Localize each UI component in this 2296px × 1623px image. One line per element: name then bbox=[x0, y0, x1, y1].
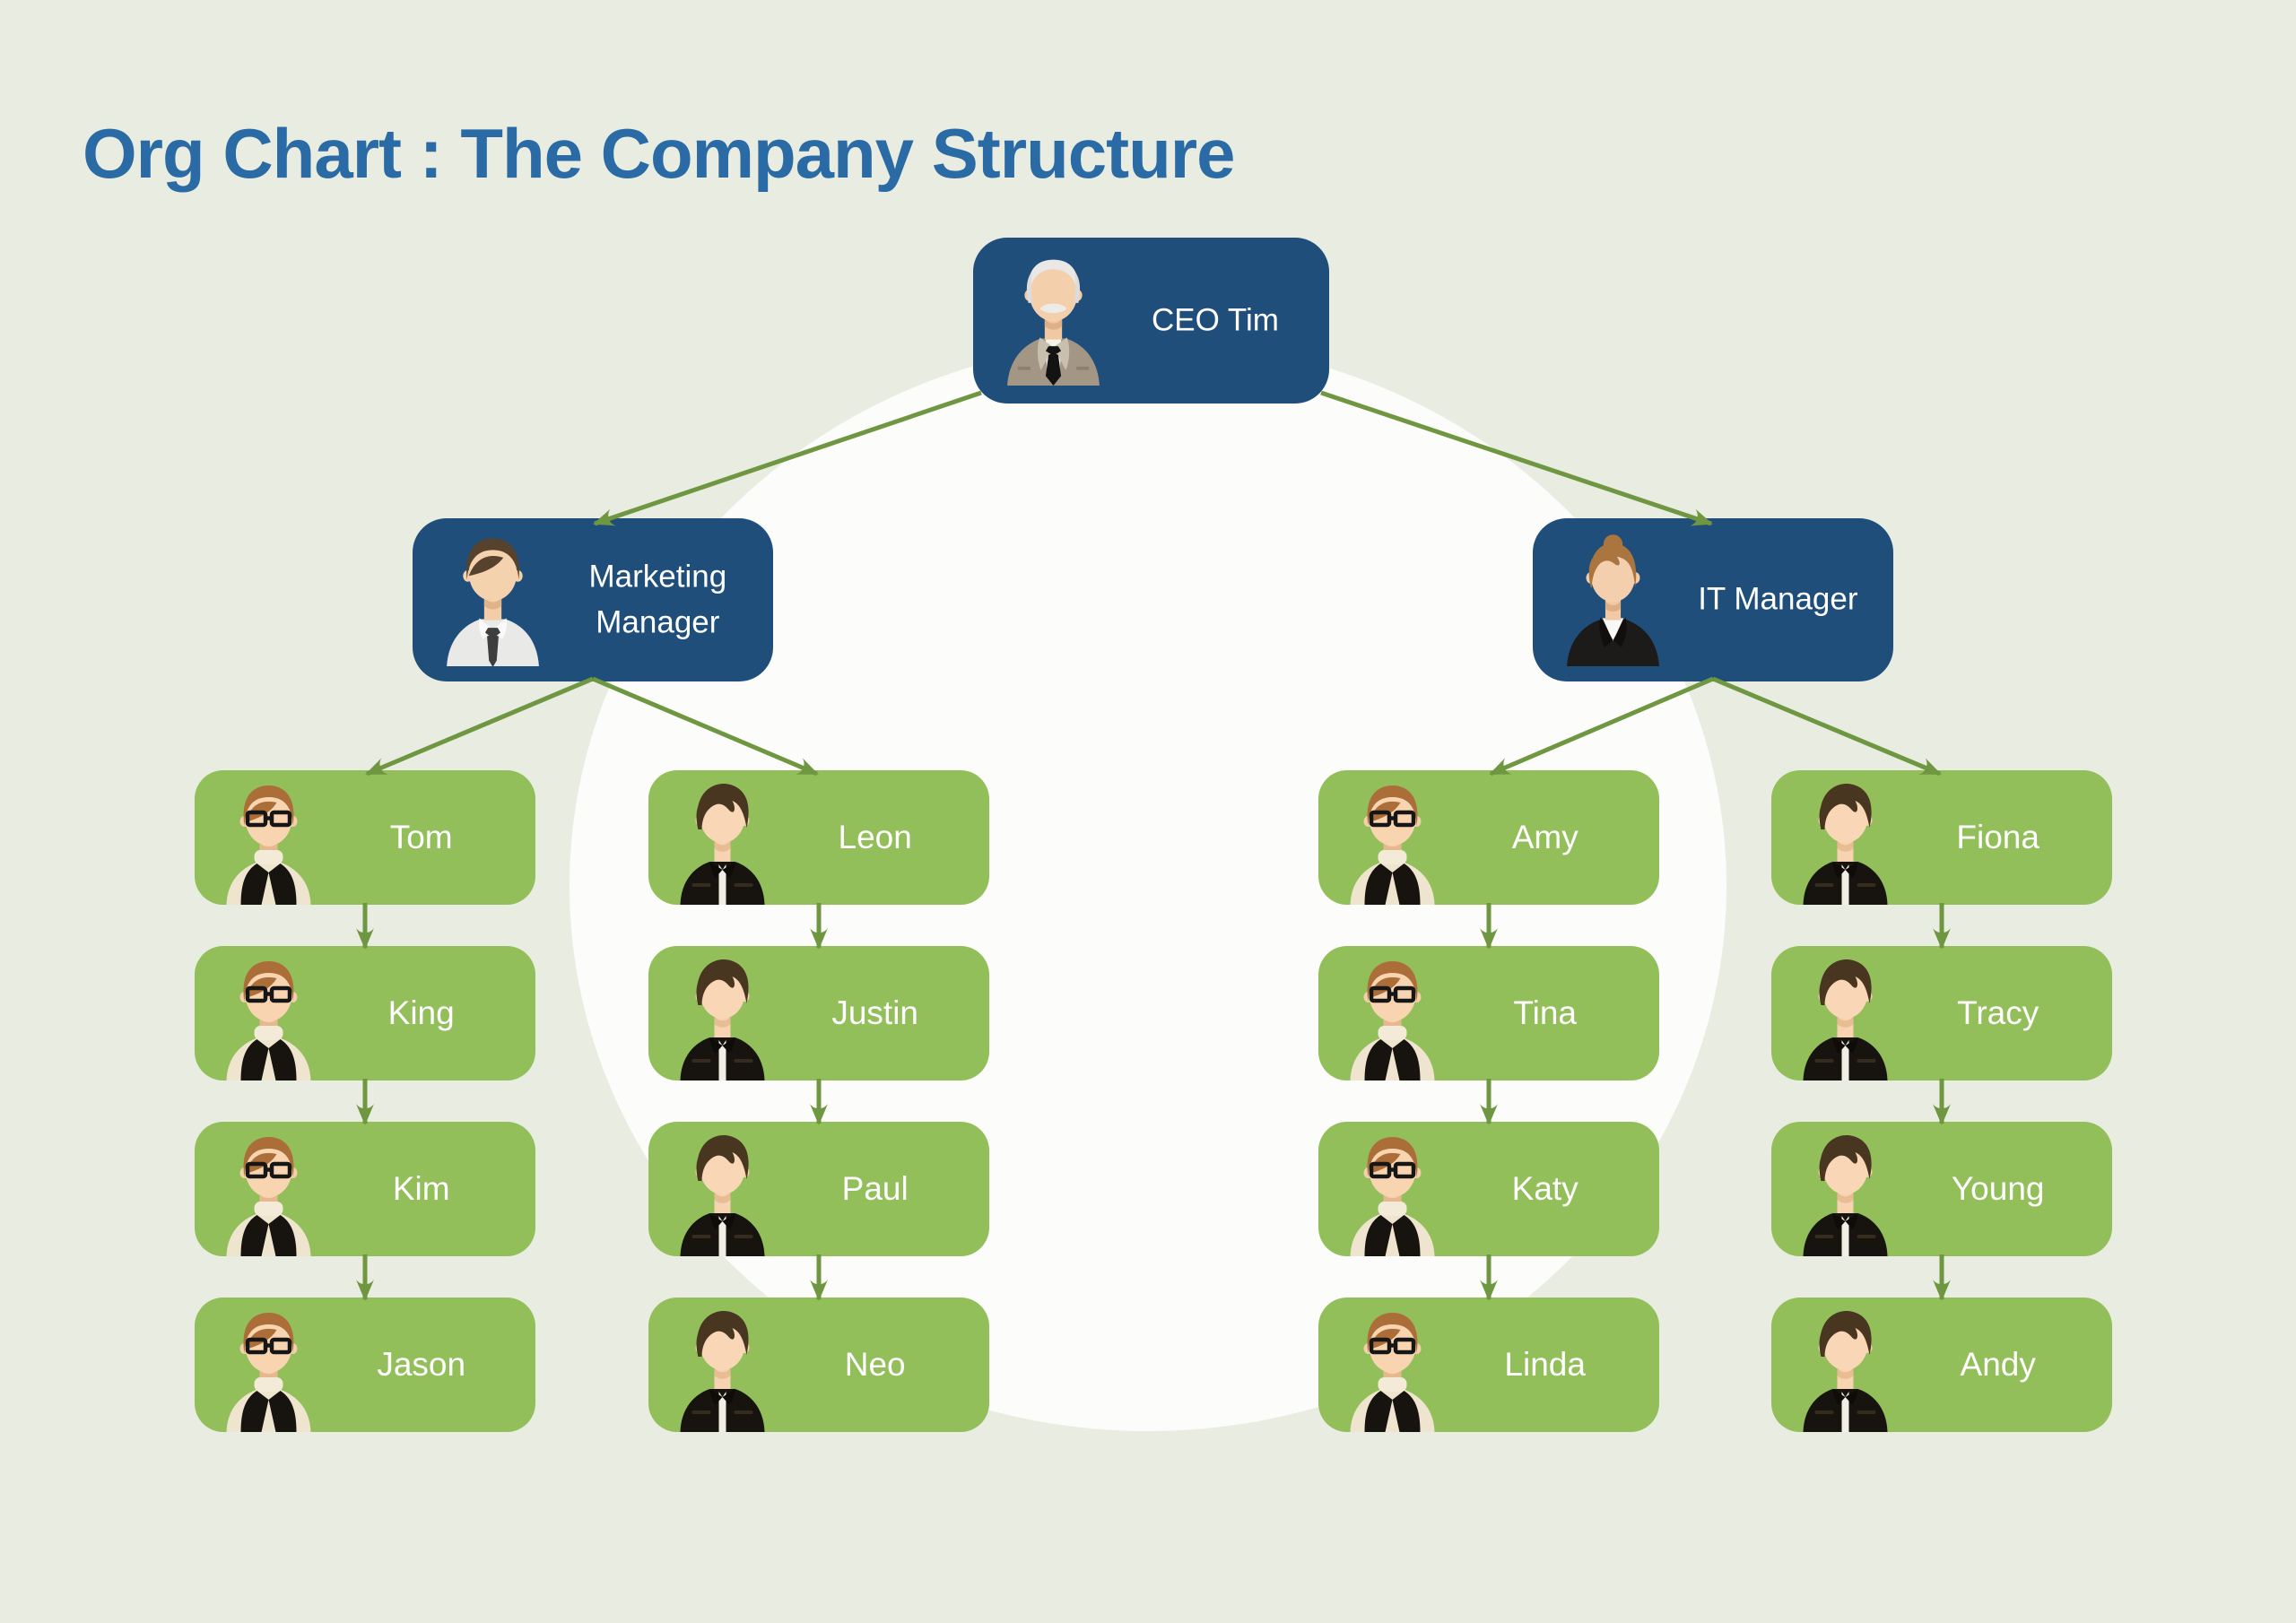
elder-man-suit-avatar-icon bbox=[993, 251, 1114, 386]
man-with-glasses-avatar-icon bbox=[1336, 779, 1448, 905]
dark-haired-man-avatar-icon bbox=[666, 779, 778, 905]
woman-blazer-avatar-icon bbox=[1552, 532, 1674, 666]
man-with-glasses-avatar-icon bbox=[213, 955, 325, 1081]
dark-haired-man-avatar-icon bbox=[666, 1306, 778, 1432]
member-name: Neo bbox=[844, 1346, 906, 1383]
org-node-king: King bbox=[195, 946, 535, 1081]
member-name: Kim bbox=[392, 1170, 450, 1207]
manager-label: Marketing Manager bbox=[588, 559, 727, 639]
org-node-amy: Amy bbox=[1318, 770, 1659, 905]
man-with-glasses-avatar-icon bbox=[1336, 1131, 1448, 1256]
org-node-tina: Tina bbox=[1318, 946, 1659, 1081]
member-name: Linda bbox=[1504, 1346, 1586, 1383]
dark-haired-man-avatar-icon bbox=[666, 1131, 778, 1256]
member-name: Andy bbox=[1960, 1346, 2036, 1383]
man-shirt-tie-avatar-icon bbox=[432, 532, 553, 666]
member-name: Young bbox=[1951, 1170, 2045, 1207]
man-with-glasses-avatar-icon bbox=[213, 1131, 325, 1256]
man-with-glasses-avatar-icon bbox=[213, 1306, 325, 1432]
member-name: Katy bbox=[1511, 1170, 1578, 1207]
member-name: Jason bbox=[377, 1346, 466, 1383]
org-node-andy: Andy bbox=[1771, 1298, 2112, 1432]
dark-haired-man-avatar-icon bbox=[1789, 1306, 1901, 1432]
page-title: Org Chart : The Company Structure bbox=[83, 114, 1235, 194]
man-with-glasses-avatar-icon bbox=[1336, 955, 1448, 1081]
man-with-glasses-avatar-icon bbox=[1336, 1306, 1448, 1432]
member-name: Fiona bbox=[1956, 819, 2039, 855]
member-name: Tom bbox=[389, 819, 453, 855]
member-name: Tracy bbox=[1957, 994, 2039, 1031]
dark-haired-man-avatar-icon bbox=[1789, 955, 1901, 1081]
member-name: Justin bbox=[831, 994, 919, 1031]
org-node-ceo-tim: CEO Tim bbox=[973, 238, 1329, 404]
member-name: Leon bbox=[838, 819, 912, 855]
org-node-fiona: Fiona bbox=[1771, 770, 2112, 905]
org-node-neo: Neo bbox=[648, 1298, 989, 1432]
member-name: King bbox=[387, 994, 455, 1031]
org-node-leon: Leon bbox=[648, 770, 989, 905]
org-node-young: Young bbox=[1771, 1122, 2112, 1256]
ceo-label: CEO Tim bbox=[1151, 302, 1279, 338]
org-node-justin: Justin bbox=[648, 946, 989, 1081]
org-node-jason: Jason bbox=[195, 1298, 535, 1432]
member-name: Paul bbox=[841, 1170, 909, 1207]
org-node-paul: Paul bbox=[648, 1122, 989, 1256]
org-node-marketing-manager: Marketing Manager bbox=[413, 518, 773, 681]
dark-haired-man-avatar-icon bbox=[1789, 1131, 1901, 1256]
org-node-linda: Linda bbox=[1318, 1298, 1659, 1432]
org-node-katy: Katy bbox=[1318, 1122, 1659, 1256]
member-name: Amy bbox=[1511, 819, 1578, 855]
org-node-kim: Kim bbox=[195, 1122, 535, 1256]
dark-haired-man-avatar-icon bbox=[666, 955, 778, 1081]
org-node-tracy: Tracy bbox=[1771, 946, 2112, 1081]
org-node-tom: Tom bbox=[195, 770, 535, 905]
manager-label: IT Manager bbox=[1698, 581, 1858, 617]
man-with-glasses-avatar-icon bbox=[213, 779, 325, 905]
dark-haired-man-avatar-icon bbox=[1789, 779, 1901, 905]
member-name: Tina bbox=[1513, 994, 1577, 1031]
org-node-it-manager: IT Manager bbox=[1533, 518, 1893, 681]
